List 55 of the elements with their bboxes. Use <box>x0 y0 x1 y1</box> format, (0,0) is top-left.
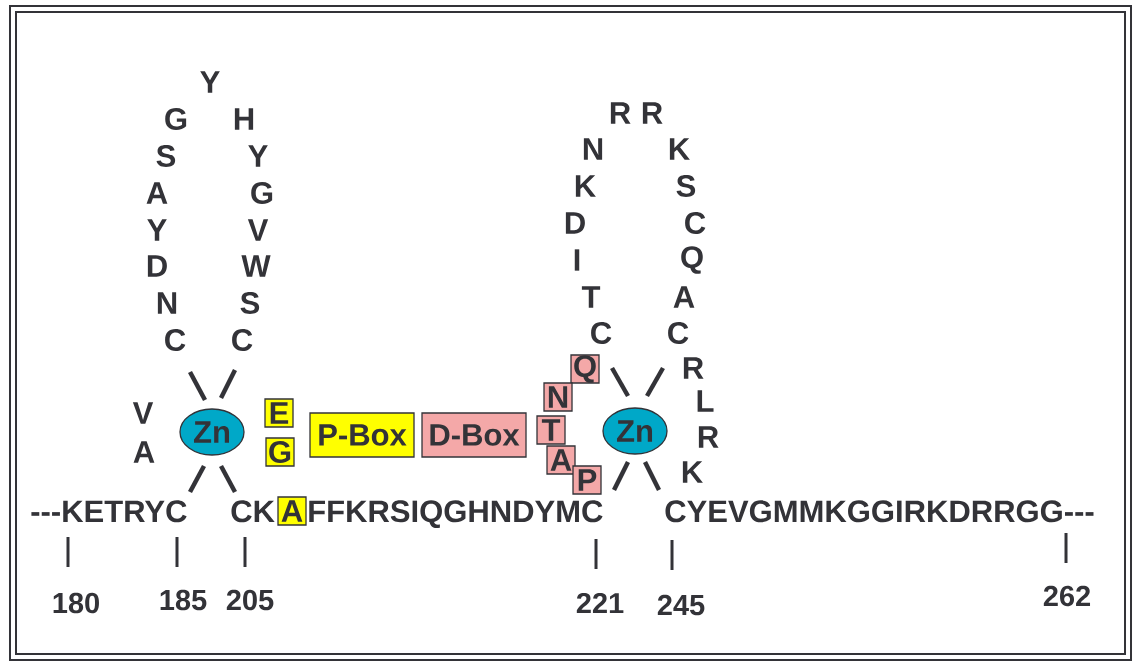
residue-number: 185 <box>160 589 207 611</box>
residue-letter: V <box>132 402 154 424</box>
sequence-text: FFKRSIQGHNDYMC <box>309 500 603 529</box>
residue-number: 205 <box>226 589 274 611</box>
residue-letter: K <box>669 138 690 160</box>
residue-letter: R <box>642 102 663 124</box>
residue-letter: G <box>165 108 187 130</box>
residue-letter: Y <box>248 145 268 167</box>
residue-letter: A <box>673 286 695 308</box>
residue-letter: G <box>251 182 273 204</box>
sequence-text: ---KETRYC <box>31 500 187 523</box>
sequence-text: CK <box>231 500 275 523</box>
residue-letter: N <box>583 138 603 160</box>
residue-letter: T <box>581 286 601 308</box>
highlight-box: P <box>572 465 602 495</box>
residue-letter: R <box>610 102 631 124</box>
highlight-box: P-Box <box>309 412 415 458</box>
residue-number: 262 <box>1043 585 1091 607</box>
highlight-box: T <box>536 415 566 445</box>
residue-letter: H <box>234 108 254 130</box>
residue-letter: C <box>165 329 186 351</box>
residue-number: 221 <box>576 592 624 614</box>
residue-letter: S <box>240 292 260 314</box>
residue-letter: S <box>156 145 176 167</box>
residue-letter: D <box>147 255 167 277</box>
residue-letter: C <box>685 212 706 234</box>
residue-number: 245 <box>657 594 705 616</box>
residue-letter: C <box>668 322 689 344</box>
residue-letter: R <box>698 426 719 448</box>
residue-letter: W <box>241 255 271 277</box>
residue-letter: A <box>146 182 168 204</box>
residue-letter: N <box>157 292 177 314</box>
residue-letter: V <box>247 219 269 241</box>
highlight-box: N <box>543 382 573 412</box>
residue-letter: I <box>574 249 580 271</box>
highlight-box: D-Box <box>421 412 527 458</box>
sequence-text: CYEVGMMKGGIRKDRRGG--- <box>665 500 1094 523</box>
residue-letter: K <box>575 175 596 197</box>
highlight-box: G <box>265 437 295 467</box>
residue-letter: L <box>697 390 714 412</box>
residue-letter: K <box>682 461 703 483</box>
residue-letter: A <box>133 441 155 463</box>
highlight-box: A <box>546 445 576 475</box>
residue-letter: Y <box>200 71 220 93</box>
highlight-box: Q <box>570 354 600 384</box>
residue-letter: S <box>676 175 696 197</box>
residue-number: 180 <box>53 592 99 614</box>
residue-letter: D <box>565 212 585 234</box>
residue-letter: Q <box>681 246 703 274</box>
residue-letter: R <box>683 357 704 379</box>
highlight-box: A <box>277 496 307 526</box>
residue-letter: Y <box>147 219 167 241</box>
residue-letter: C <box>591 322 612 344</box>
residue-letter: C <box>232 329 253 351</box>
highlight-box: E <box>264 398 294 428</box>
